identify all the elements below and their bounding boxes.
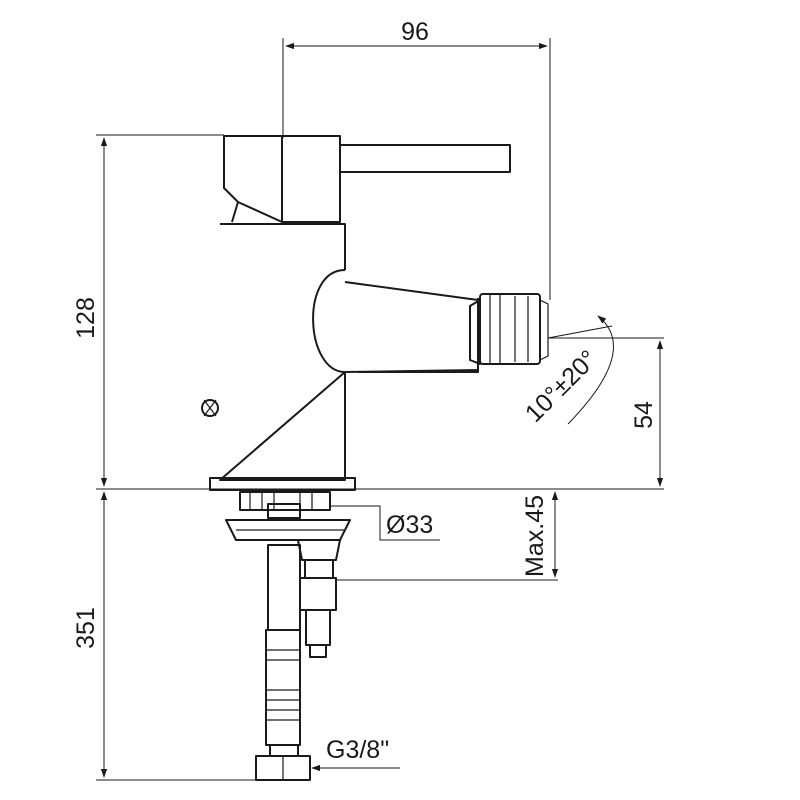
- base-plate: [209, 477, 356, 491]
- faucet-body: [201, 135, 549, 491]
- aerator: [469, 293, 549, 365]
- angle-label: 10°±20°: [520, 345, 603, 428]
- diameter-label: Ø33: [386, 511, 433, 539]
- mounting-assembly: [225, 491, 351, 781]
- popup-knob: [201, 399, 219, 417]
- dim-96-label: 96: [401, 18, 429, 46]
- dim-54-label: 54: [630, 401, 658, 429]
- max-thickness-label: Max.45: [521, 495, 549, 577]
- dimension-lines: [96, 38, 664, 781]
- dim-351-label: 351: [72, 607, 100, 649]
- thread-label: G3/8": [326, 736, 389, 764]
- dim-128-label: 128: [72, 297, 100, 339]
